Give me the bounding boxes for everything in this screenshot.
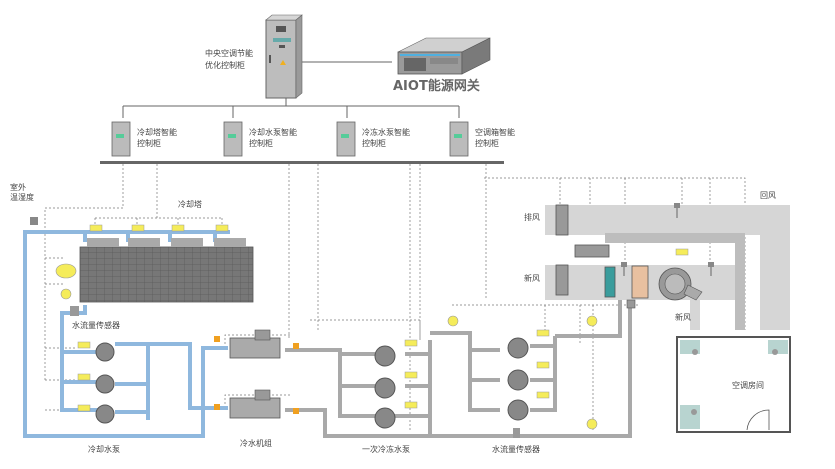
outdoor-sensor-label-1: 室外: [10, 182, 26, 192]
cabinet-label-chilled-pump-1: 冷冻水泵智能: [362, 127, 410, 137]
flow-sensor-left-label: 水流量传感器: [72, 320, 120, 330]
secondary-chilled-pump: [507, 399, 529, 421]
flow-sensor-right-label: 水流量传感器: [492, 444, 540, 454]
fresh-air-label: 新风: [675, 312, 691, 322]
flow-sensor-right-icon: [513, 428, 520, 438]
cooling-coil: [631, 265, 649, 299]
humidity-sensor-icon: [55, 263, 77, 279]
exhaust-damper: [555, 204, 569, 236]
cooling-pump-cabinet: [223, 121, 243, 157]
conditioned-room: [676, 336, 791, 433]
primary-pumps-label: 一次冷冻水泵: [362, 444, 410, 454]
cooling-tower-label: 冷却塔: [178, 199, 202, 209]
vsd-badges: [77, 224, 689, 412]
chiller: [214, 389, 299, 419]
air-ducts: [545, 205, 790, 330]
central-cabinet-label-1: 中央空调节能: [205, 48, 253, 58]
secondary-chilled-pump: [507, 337, 529, 359]
supply-fan: [658, 267, 703, 301]
duct-sensors: [621, 203, 714, 276]
cooling-pump: [95, 374, 115, 394]
cooling-pump: [95, 342, 115, 362]
exhaust-air-label: 排风: [524, 212, 540, 222]
return-air-label: 回风: [760, 191, 776, 200]
aiot-gateway-device: [397, 37, 491, 75]
ahu-cabinet: [449, 121, 469, 157]
gateway-label: AIOT能源网关: [393, 78, 480, 94]
control-bus: [100, 161, 504, 164]
cabinet-label-cooling-pump-2: 控制柜: [249, 138, 273, 148]
fresh-air-in-label: 新风: [524, 273, 540, 283]
flow-sensor-icon: [70, 306, 79, 316]
central-control-cabinet: [265, 14, 303, 99]
outdoor-sensor-label-2: 温湿度: [10, 192, 34, 202]
cabinet-label-ahu-1: 空调箱智能: [475, 127, 515, 137]
chiller: [214, 329, 299, 359]
primary-chilled-pump: [374, 377, 396, 399]
mixing-damper: [574, 244, 610, 258]
cabinet-label-cooling-tower-2: 控制柜: [137, 138, 161, 148]
cooling-water-pipes: [23, 230, 230, 438]
central-cabinet-label-2: 优化控制柜: [205, 60, 245, 70]
cooling-pump: [95, 404, 115, 424]
temp-sensors: [447, 315, 598, 430]
fresh-air-damper: [555, 264, 569, 296]
cabinet-label-chilled-pump-2: 控制柜: [362, 138, 386, 148]
cabinet-label-cooling-pump-1: 冷却水泵智能: [249, 127, 297, 137]
secondary-chilled-pump: [507, 369, 529, 391]
ahu-valve-icon: [626, 299, 636, 309]
cooling-tower-cabinet: [111, 121, 131, 157]
temp-sensor-icon: [60, 288, 72, 300]
room-label: 空调房间: [732, 380, 764, 390]
outdoor-temp-humidity-sensor-icon: [30, 217, 38, 225]
primary-chilled-pump: [374, 345, 396, 367]
chillers-label: 冷水机组: [240, 438, 272, 448]
cooling-pumps-label: 冷却水泵: [88, 444, 120, 454]
air-filter: [604, 266, 616, 298]
cabinet-label-ahu-2: 控制柜: [475, 138, 499, 148]
cooling-tower: [79, 238, 254, 303]
primary-chilled-pump: [374, 407, 396, 429]
cabinet-label-cooling-tower-1: 冷却塔智能: [137, 127, 177, 137]
chilled-pump-cabinet: [336, 121, 356, 157]
